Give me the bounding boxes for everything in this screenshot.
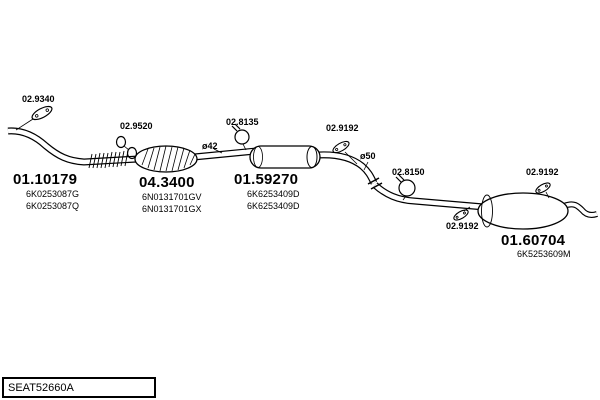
rear-bend-pipe <box>317 151 378 185</box>
part-code-rear-silencer: 01.60704 <box>501 232 566 249</box>
fitting-label-front-clamps: 02.9520 <box>120 121 153 131</box>
front-clamp-rings-icon <box>115 135 138 160</box>
reference-code: SEAT52660A <box>8 381 74 394</box>
mid-gasket-icon <box>332 140 358 165</box>
rear-upper-gasket-icon <box>535 182 551 199</box>
dia-42-leader <box>213 148 223 154</box>
fitting-label-mid-gasket: 02.9192 <box>326 123 359 133</box>
fitting-label-rear-clamp: 02.8150 <box>392 167 425 177</box>
part-subcode: 6N0131701GV <box>142 192 202 202</box>
centre-clamp-icon <box>231 123 250 151</box>
pipe-joint <box>367 177 383 190</box>
front-flange-gasket-icon <box>15 105 53 131</box>
part-code-catalyst: 04.3400 <box>139 174 195 191</box>
diameter-annotation-50: ø50 <box>360 151 376 161</box>
part-subcode: 6N0131701GX <box>142 204 202 214</box>
rear-lower-gasket-icon <box>453 206 471 221</box>
part-subcode: 6K6253409D <box>247 201 300 211</box>
catalytic-converter-body <box>134 145 198 173</box>
front-pipe <box>7 127 139 166</box>
part-code-centre-silencer: 01.59270 <box>234 171 299 188</box>
part-subcode: 6K5253609M <box>517 249 571 259</box>
part-code-front-pipe: 01.10179 <box>13 171 78 188</box>
fitting-label-front-flange: 02.9340 <box>22 94 55 104</box>
fitting-label-centre-clamp: 02.8135 <box>226 117 259 127</box>
diameter-annotation-42: ø42 <box>202 141 218 151</box>
dia-50-leader <box>363 161 369 171</box>
fitting-label-rear-lower-gasket: 02.9192 <box>446 221 479 231</box>
tail-pipe <box>562 201 598 218</box>
mid-pipe <box>193 147 257 161</box>
part-subcode: 6K0253087G <box>26 189 80 199</box>
fitting-label-rear-upper-gasket: 02.9192 <box>526 167 559 177</box>
centre-silencer-body <box>249 145 321 169</box>
rear-silencer-body <box>477 192 569 230</box>
reference-code-box: SEAT52660A <box>2 377 156 398</box>
part-subcode: 6K0253087Q <box>26 201 80 211</box>
rear-pipe <box>372 182 485 211</box>
part-subcode: 6K6253409D <box>247 189 300 199</box>
rear-clamp-icon <box>395 174 416 201</box>
